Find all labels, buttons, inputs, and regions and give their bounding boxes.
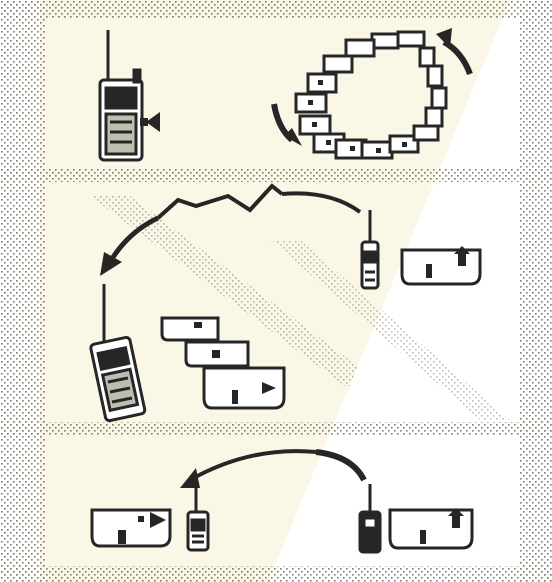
diagonal-shading [90, 196, 430, 420]
panel-scan [98, 28, 473, 162]
lcd-display-icon [400, 246, 482, 286]
panel-link [90, 449, 474, 554]
channel-carousel-icon [294, 30, 448, 160]
small-radio-icon [186, 484, 210, 552]
diagonal-shading-right [270, 240, 510, 420]
small-radio-icon [358, 484, 382, 554]
lightning-bolt-icon [156, 183, 362, 220]
channel-marks [308, 80, 407, 153]
lcd-display-icon [90, 508, 172, 548]
channel-stack-marks [194, 322, 276, 404]
curved-arrow-icon [180, 449, 367, 488]
channel-stack-icon [160, 316, 286, 410]
walkie-talkie-icon [98, 30, 144, 162]
small-radio-icon [360, 210, 380, 290]
curved-arrow-icon [100, 215, 160, 276]
speaker-icon [140, 112, 160, 132]
lcd-display-icon [388, 508, 474, 550]
rotate-arrow-icon [271, 28, 473, 146]
panel-receive [89, 183, 482, 423]
walkie-talkie-icon [89, 284, 147, 423]
